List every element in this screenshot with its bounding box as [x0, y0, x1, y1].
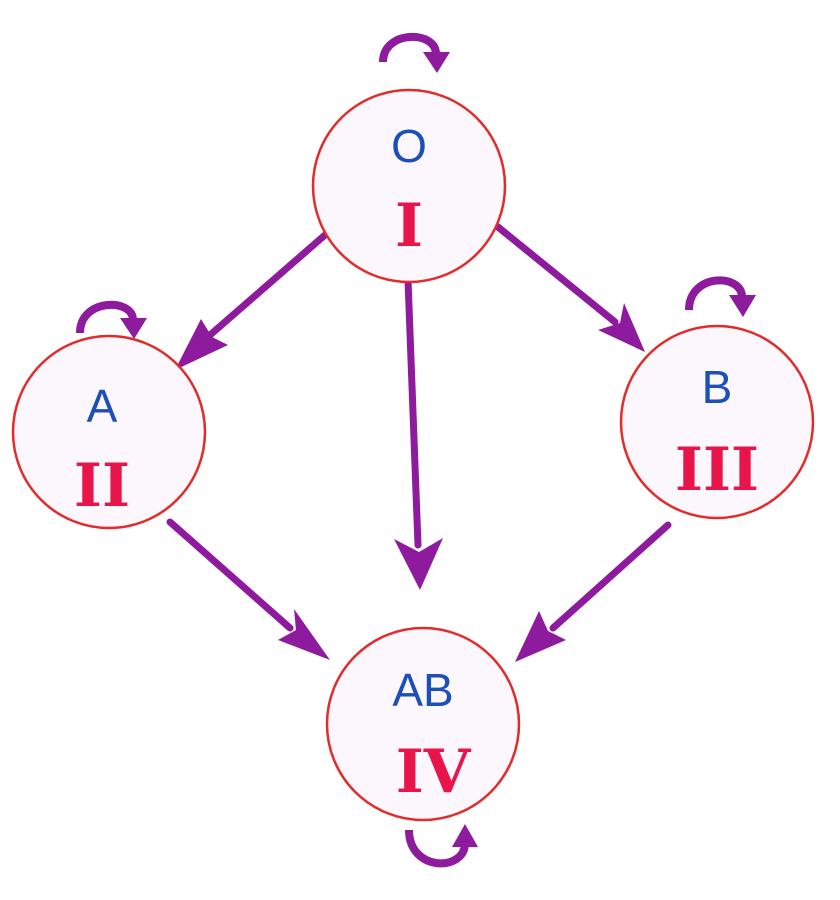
loop-ab-icon	[405, 824, 478, 868]
edge-o-to-b	[494, 223, 645, 352]
node-o-circle	[311, 88, 507, 284]
edge-o-to-ab	[394, 276, 443, 590]
node-ab-letter: AB	[392, 664, 453, 716]
node-b-letter: B	[702, 361, 733, 413]
node-ab: AB IV	[325, 626, 521, 822]
edge-b-to-ab	[515, 521, 672, 662]
loop-a-icon	[76, 300, 147, 339]
loop-b-icon	[685, 276, 756, 317]
loop-o-icon	[379, 32, 450, 73]
node-o: O I	[311, 88, 507, 284]
node-a-roman: II	[74, 451, 130, 521]
self-loops	[76, 32, 756, 868]
node-a-letter: A	[87, 380, 118, 432]
edge-o-to-a	[175, 231, 329, 370]
node-ab-roman: IV	[396, 737, 472, 807]
node-o-letter: O	[391, 120, 427, 172]
node-b-roman: III	[675, 435, 759, 505]
edge-a-to-ab	[166, 518, 330, 660]
node-b-circle	[619, 324, 815, 520]
node-a-circle	[11, 334, 207, 530]
node-b: B III	[619, 324, 815, 520]
node-o-roman: I	[395, 191, 423, 261]
edges	[166, 223, 672, 662]
node-a: A II	[11, 334, 207, 530]
node-ab-circle	[325, 626, 521, 822]
